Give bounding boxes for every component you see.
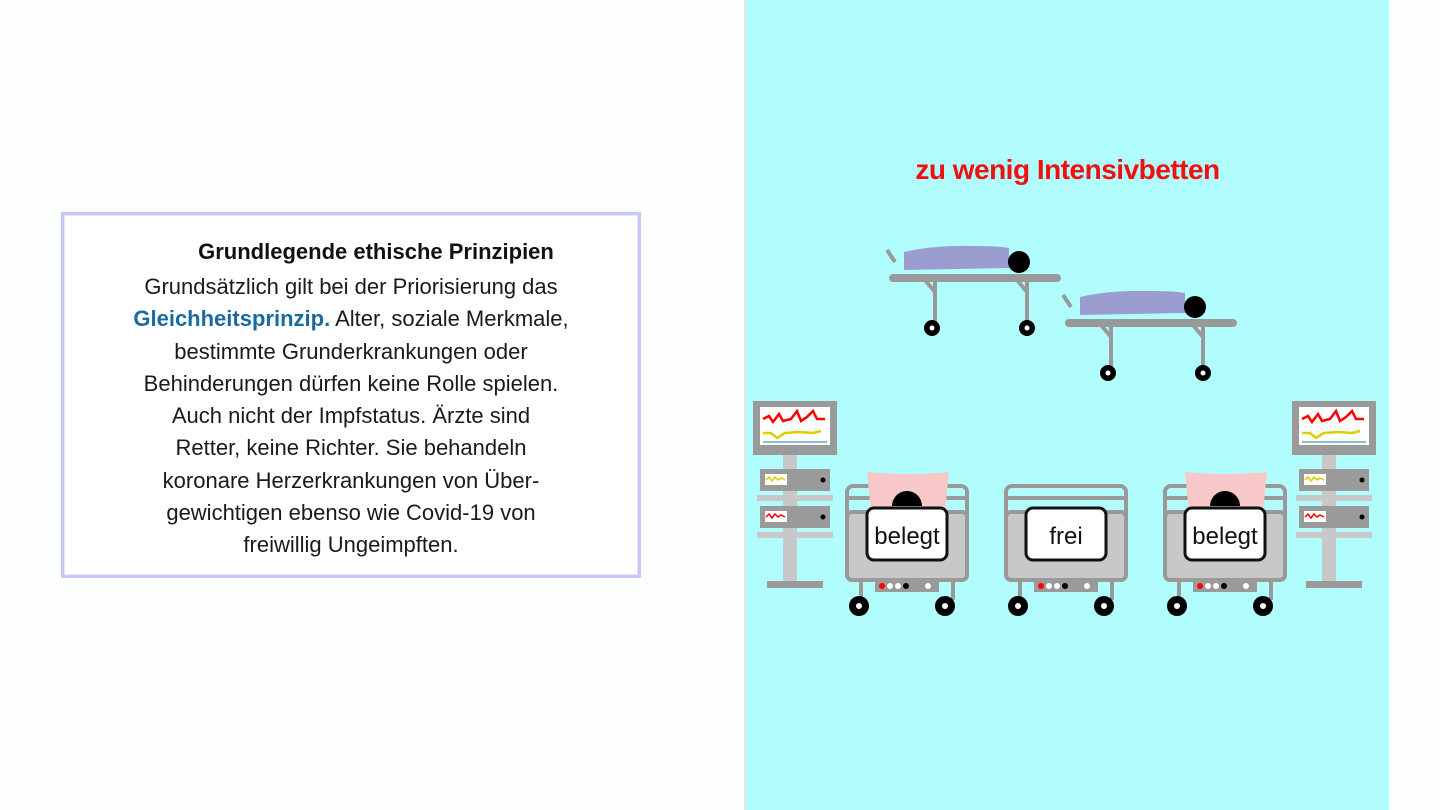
info-line: Grundsätzlich gilt bei der Priorisierung… bbox=[144, 274, 558, 299]
patient-head-icon bbox=[1185, 472, 1267, 512]
info-line: Behinderungen dürfen keine Rolle spielen… bbox=[143, 370, 559, 396]
bed-status-label: frei bbox=[1049, 523, 1082, 550]
icu-illustration-panel: zu wenig Intensivbetten bbox=[744, 0, 1389, 810]
info-line-rest: Alter, soziale Merkmale, bbox=[330, 306, 569, 332]
patient-head-icon bbox=[867, 472, 949, 512]
stretcher-with-patient bbox=[1061, 288, 1239, 383]
info-body: Grundsätzlich gilt bei der Priorisierung… bbox=[64, 271, 638, 562]
icu-bed: frei bbox=[1004, 484, 1128, 618]
bed-status-label: belegt bbox=[1192, 523, 1258, 550]
icu-bed: belegt bbox=[1163, 472, 1287, 618]
bed-status-label: belegt bbox=[874, 523, 940, 550]
illustration-title: zu wenig Intensivbetten bbox=[915, 154, 1220, 185]
info-line: Auch nicht der Impfstatus. Ärzte sind bbox=[171, 403, 531, 429]
highlight-term: Gleichheitsprinzip. bbox=[133, 306, 331, 332]
info-line: freiwillig Ungeimpften. bbox=[243, 532, 459, 558]
patient-monitor-icon bbox=[751, 399, 839, 590]
patient-monitor-icon bbox=[1290, 399, 1378, 590]
info-line: gewichtigen ebenso wie Covid-19 von bbox=[166, 500, 536, 526]
ethics-info-box: Grundlegende ethische Prinzipien Grundsä… bbox=[61, 212, 641, 578]
info-line: Retter, keine Richter. Sie behandeln bbox=[175, 435, 527, 461]
info-line: koronare Herzerkrankungen von Über- bbox=[162, 467, 540, 493]
icu-bed: belegt bbox=[845, 472, 969, 618]
info-line: Gleichheitsprinzip. Alter, soziale Merkm… bbox=[64, 303, 638, 335]
stretcher-with-patient bbox=[885, 243, 1063, 338]
info-line: bestimmte Grunderkrankungen oder bbox=[174, 338, 528, 364]
info-heading: Grundlegende ethische Prinzipien bbox=[198, 239, 554, 264]
